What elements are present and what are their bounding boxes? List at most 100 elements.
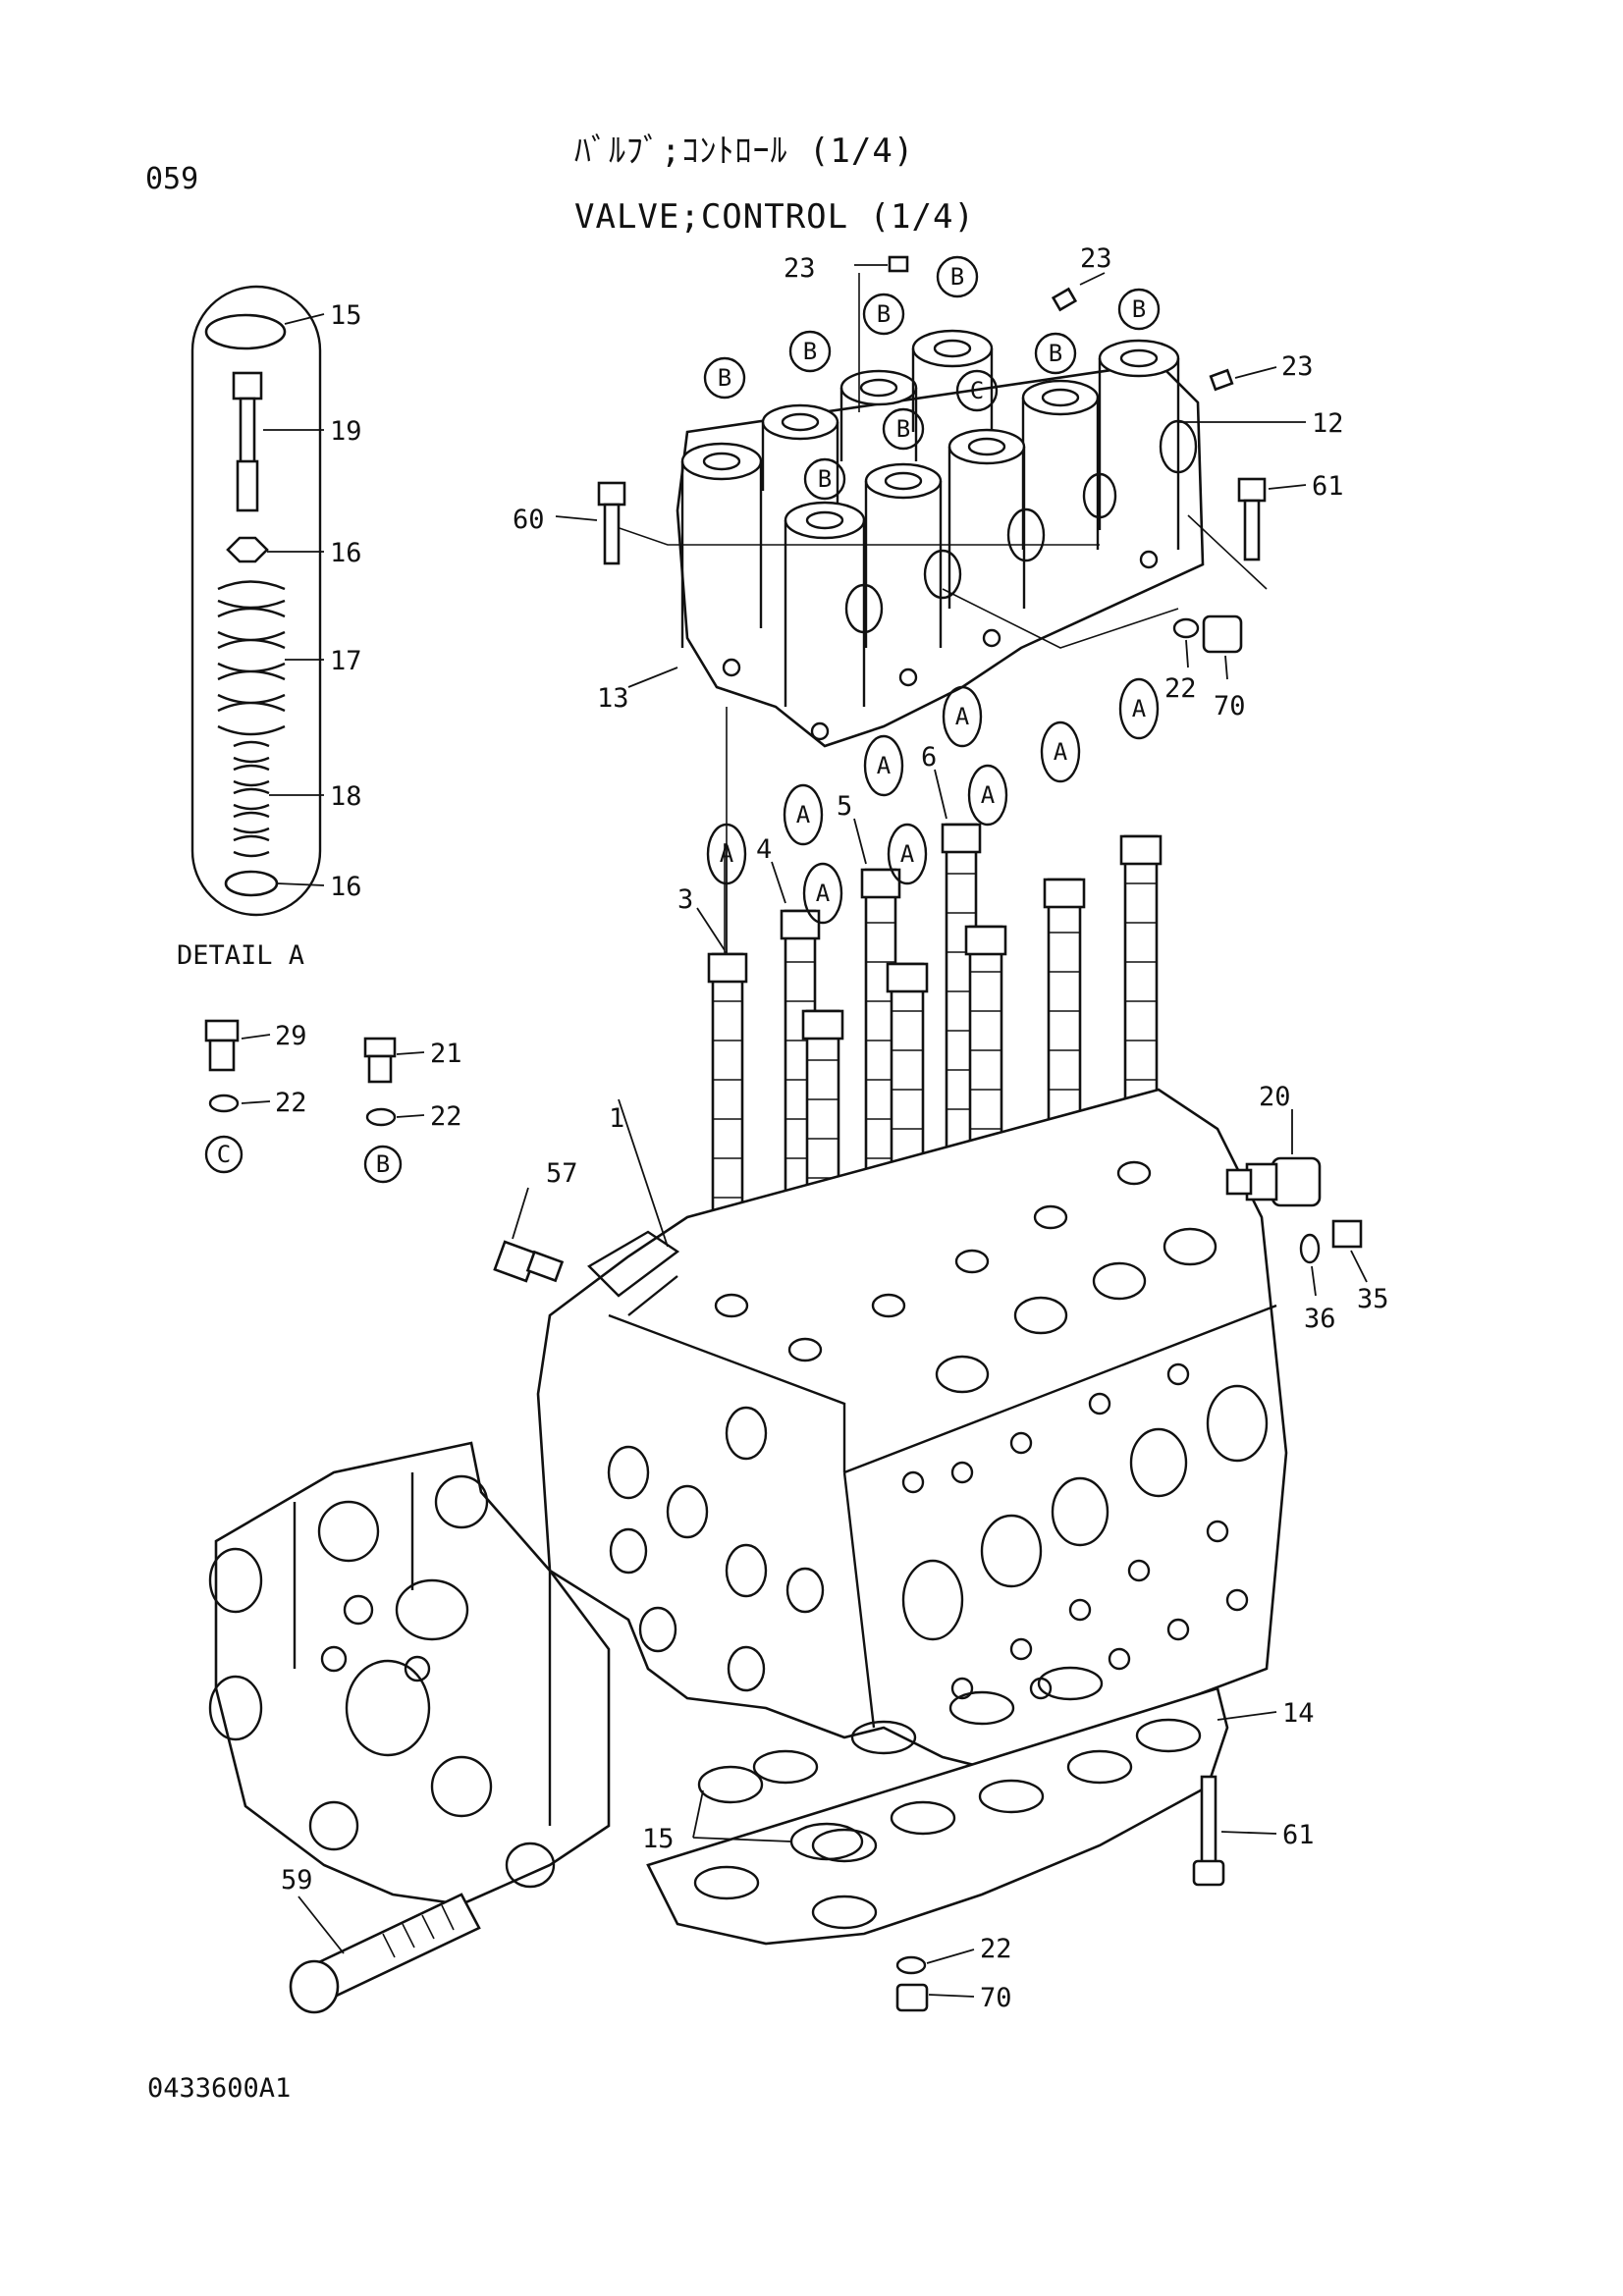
spring-18 <box>233 740 270 858</box>
bolt-60: 60 <box>513 481 626 565</box>
port-marker-b: B <box>788 330 832 373</box>
port-marker-a: A <box>942 685 983 748</box>
plug-70-bottom: 22 70 <box>895 1934 1012 2013</box>
seat-16-bottom <box>224 870 279 897</box>
plug-57: 57 <box>493 1158 578 1283</box>
svg-text:B: B <box>376 1150 390 1178</box>
part-70-top: 70 <box>1214 691 1246 721</box>
relief-valve-20: 20 <box>1225 1082 1322 1207</box>
part-1: 1 <box>609 1103 624 1134</box>
part-59: 59 <box>281 1865 313 1896</box>
port-marker-b: B <box>1117 288 1161 331</box>
svg-text:B: B <box>1132 295 1146 323</box>
part-70-bottom: 70 <box>980 1983 1012 2013</box>
part-13: 13 <box>597 683 629 714</box>
part-60: 60 <box>513 505 545 535</box>
end-section <box>208 1441 611 1906</box>
part-23-top: 23 <box>1080 243 1112 274</box>
page-code: 059 <box>145 162 198 196</box>
detail-part-16-bottom: 16 <box>330 872 362 902</box>
svg-text:B: B <box>818 465 832 493</box>
part-6: 6 <box>921 742 937 773</box>
valve-body-1: 1 <box>536 1088 1288 1769</box>
detail-part-17: 17 <box>330 646 362 676</box>
part-4: 4 <box>756 834 772 865</box>
set-screw-23-group: 23 23 23 <box>784 243 1314 412</box>
svg-text:A: A <box>981 781 996 809</box>
part-23-right: 23 <box>1281 351 1314 382</box>
plug-70-top: 22 70 <box>1164 614 1246 721</box>
part-22-c: 22 <box>275 1088 307 1118</box>
detail-a-caption: DETAIL A <box>177 940 304 971</box>
part-36: 36 <box>1304 1304 1336 1334</box>
part-57: 57 <box>546 1158 578 1189</box>
svg-text:B: B <box>877 300 891 328</box>
bolt-19-head <box>232 371 263 400</box>
part-20: 20 <box>1259 1082 1291 1112</box>
o-ring-15 <box>204 313 287 350</box>
title-japanese: ﾊﾞﾙﾌﾞ;ｺﾝﾄﾛｰﾙ (1/4) <box>574 132 914 171</box>
svg-text:A: A <box>720 840 734 868</box>
svg-text:A: A <box>1054 738 1068 766</box>
part-61-top: 61 <box>1312 471 1344 502</box>
detail-part-19: 19 <box>330 416 362 447</box>
svg-text:B: B <box>896 415 910 443</box>
svg-text:B: B <box>803 338 817 365</box>
port-marker-a: A <box>783 783 824 846</box>
bolt-61-top: 61 <box>1237 471 1344 561</box>
port-marker-c: C <box>955 369 999 412</box>
svg-text:A: A <box>900 840 915 868</box>
svg-text:A: A <box>877 752 892 779</box>
plug-29-group: C 29 22 <box>204 1019 307 1174</box>
svg-text:A: A <box>955 703 970 730</box>
svg-text:A: A <box>796 801 811 828</box>
port-marker-a: A <box>887 823 928 885</box>
port-marker-b-small <box>363 1145 403 1184</box>
svg-text:A: A <box>816 880 831 907</box>
title-english: VALVE;CONTROL (1/4) <box>574 197 975 237</box>
part-5: 5 <box>837 791 852 822</box>
spring-17 <box>217 580 286 736</box>
detail-part-15: 15 <box>330 300 362 331</box>
detail-a: 15 19 16 17 18 16 DETAIL A <box>177 285 362 971</box>
drawing-number: 0433600A1 <box>147 2073 291 2104</box>
bolt-61-bottom: 61 <box>1192 1775 1315 1887</box>
part-3: 3 <box>677 884 693 915</box>
svg-text:B: B <box>950 263 964 291</box>
part-23-left: 23 <box>784 253 816 284</box>
bolt-19-thread <box>236 459 259 512</box>
svg-text:C: C <box>217 1141 231 1168</box>
detail-part-16-top: 16 <box>330 538 362 568</box>
part-15: 15 <box>642 1824 675 1854</box>
part-22-bottom: 22 <box>980 1934 1012 1964</box>
port-marker-a: A <box>967 764 1008 827</box>
detail-part-18: 18 <box>330 781 362 812</box>
plug-21-group: B 21 22 <box>363 1037 462 1184</box>
seat-16-top <box>226 536 269 563</box>
svg-text:B: B <box>718 364 731 392</box>
part-22-top: 22 <box>1164 673 1197 704</box>
detail-a-frame <box>190 285 322 917</box>
bottom-plate-14: 15 14 <box>642 1666 1315 1946</box>
port-marker-a: A <box>1040 721 1081 783</box>
svg-text:B: B <box>1049 340 1062 367</box>
port-marker-a: A <box>1118 677 1160 740</box>
bolt-59: 59 <box>281 1865 481 2014</box>
part-21: 21 <box>430 1039 462 1069</box>
port-marker-b: B <box>882 407 925 451</box>
top-cover-13 <box>613 329 1306 748</box>
part-12: 12 <box>1312 408 1344 439</box>
port-marker-b: B <box>936 255 979 298</box>
part-22-b: 22 <box>430 1101 462 1132</box>
part-29: 29 <box>275 1021 307 1051</box>
port-marker-b: B <box>703 356 746 400</box>
plug-35-36: 36 35 <box>1299 1219 1389 1334</box>
port-marker-c <box>204 1135 243 1174</box>
svg-text:A: A <box>1132 695 1147 722</box>
part-61-bottom: 61 <box>1282 1820 1315 1850</box>
o-ring-15-a <box>697 1765 764 1804</box>
port-marker-a: A <box>802 862 843 925</box>
port-marker-a: A <box>863 734 904 797</box>
part-14: 14 <box>1282 1698 1315 1729</box>
